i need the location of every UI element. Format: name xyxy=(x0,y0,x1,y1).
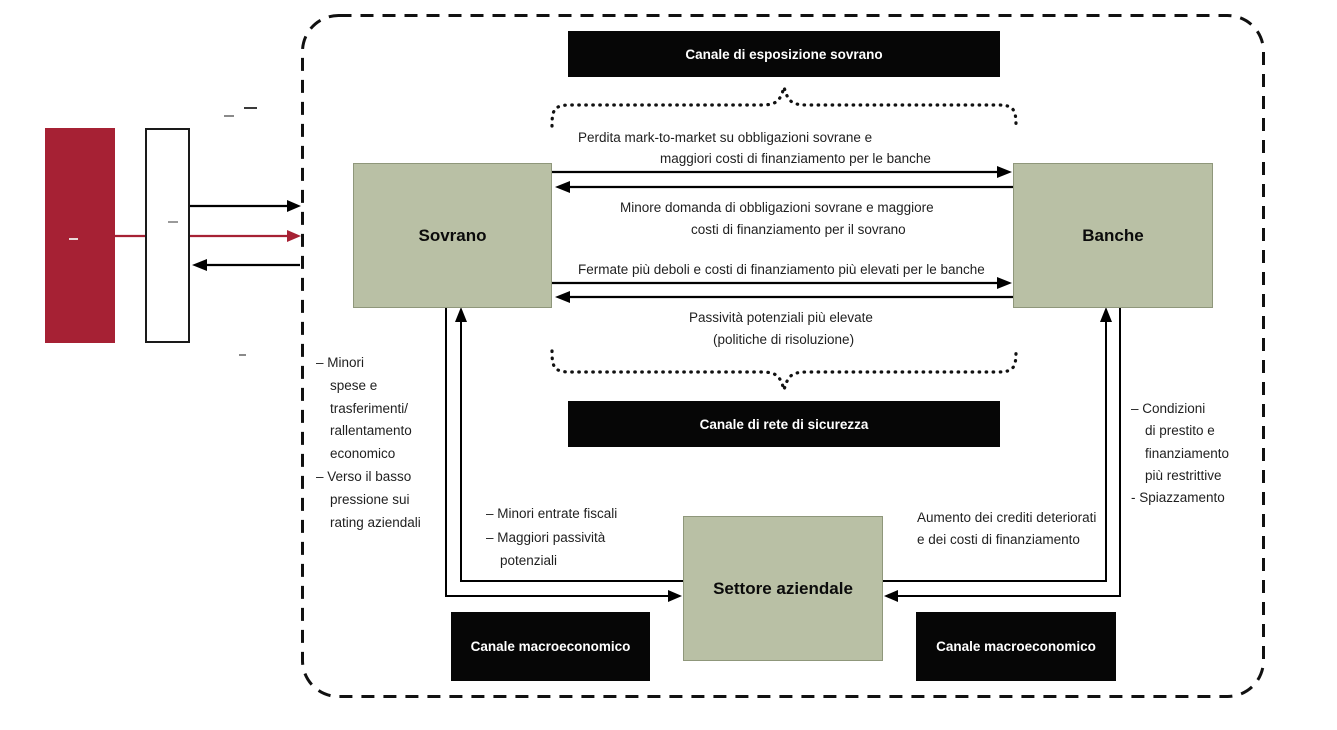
channel-safety-net: Canale di rete di sicurezza xyxy=(568,401,1000,447)
label-line: – Condizioni xyxy=(1131,401,1206,416)
mark xyxy=(239,354,246,356)
mark xyxy=(244,107,257,109)
label-line: – Maggiori passività xyxy=(486,529,606,545)
arrow-banks-to-sovereign-safety xyxy=(555,291,1013,303)
label-sov-to-banks-safety: Fermate più deboli e costi di finanziame… xyxy=(578,262,985,277)
mark xyxy=(69,238,78,240)
channel-sovereign-exposure: Canale di esposizione sovrano xyxy=(568,31,1000,77)
label-banks-to-corporate: – Condizioni di prestito e finanziamento pi… xyxy=(1131,398,1229,509)
safety-net-brace xyxy=(550,349,1018,397)
arrow-corporate-to-banks xyxy=(883,307,1112,582)
label-line: – Minori xyxy=(316,355,365,370)
label-corporate-to-banks: Aumento dei crediti deteriorati e dei cos… xyxy=(917,507,1096,551)
label-banks-to-sov-safety-1: Passività potenziali più elevate xyxy=(689,310,873,325)
label-line: - Spiazzamento xyxy=(1131,490,1225,506)
mark xyxy=(168,221,178,223)
node-sovereign: Sovrano xyxy=(353,163,552,308)
channel-label: Canale macroeconomico xyxy=(936,639,1096,654)
key-arrow-black-right xyxy=(190,200,301,212)
mark xyxy=(224,115,234,117)
label-line: potenziali xyxy=(500,553,558,568)
channel-macro-left: Canale macroeconomico xyxy=(451,612,650,681)
label-line: di prestito e xyxy=(1145,423,1215,439)
label-line: Aumento dei crediti deteriorati xyxy=(917,510,1097,525)
label-line: rating aziendali xyxy=(330,514,421,530)
arrow-sovereign-to-banks-safety xyxy=(552,277,1012,289)
channel-label: Canale di esposizione sovrano xyxy=(685,46,883,62)
legend-white-box xyxy=(145,128,190,343)
label-sov-to-banks-exposure-1: Perdita mark-to-market su obbligazioni s… xyxy=(578,130,873,145)
channel-macro-right: Canale macroeconomico xyxy=(916,612,1116,681)
label-line: pressione sui xyxy=(330,491,410,507)
key-arrow-red-right xyxy=(115,230,301,242)
node-label: Banche xyxy=(1082,225,1144,245)
label-line: – Verso il basso xyxy=(316,468,412,484)
label-banks-to-sov-exposure-2: costi di finanziamento per il sovrano xyxy=(691,222,906,237)
arrow-banks-to-sovereign-exposure xyxy=(555,181,1013,193)
node-banks: Banche xyxy=(1013,163,1213,308)
label-line: economico xyxy=(330,446,396,462)
dashed-boundary xyxy=(301,14,1265,698)
arrow-banks-to-corporate xyxy=(884,308,1121,602)
label-line: spese e xyxy=(330,377,378,393)
arrow-sovereign-to-banks-exposure xyxy=(552,166,1012,178)
label-banks-to-sov-exposure-1: Minore domanda di obbligazioni sovrane e… xyxy=(620,200,934,215)
node-label: Sovrano xyxy=(418,225,487,245)
arrow-sovereign-to-corporate xyxy=(445,308,682,602)
channel-label: Canale macroeconomico xyxy=(470,639,631,654)
label-line: rallentamento xyxy=(330,423,412,439)
key-arrow-black-left xyxy=(192,259,300,271)
label-line: più restrittive xyxy=(1145,467,1222,483)
channel-label: Canale di rete di sicurezza xyxy=(699,416,869,432)
arrow-corporate-to-sovereign xyxy=(455,307,683,582)
label-corporate-to-sovereign: – Minori entrate fiscali – Maggiori passi… xyxy=(486,502,617,573)
label-line: – Minori entrate fiscali xyxy=(486,506,618,521)
node-label: Settore aziendale xyxy=(713,578,853,598)
label-line: trasferimenti/ xyxy=(330,400,409,416)
legend-red-box xyxy=(45,128,115,343)
exposure-brace xyxy=(550,80,1018,128)
node-corporate: Settore aziendale xyxy=(683,516,883,661)
label-sov-to-banks-exposure-2: maggiori costi di finanziamento per le b… xyxy=(660,151,931,166)
label-banks-to-sov-safety-2: (politiche di risoluzione) xyxy=(713,332,855,347)
label-sovereign-to-corporate: – Minori spese e trasferimenti/rallentamen… xyxy=(316,352,421,534)
label-line: e dei costi di finanziamento xyxy=(917,532,1080,547)
label-line: finanziamento xyxy=(1145,445,1230,461)
